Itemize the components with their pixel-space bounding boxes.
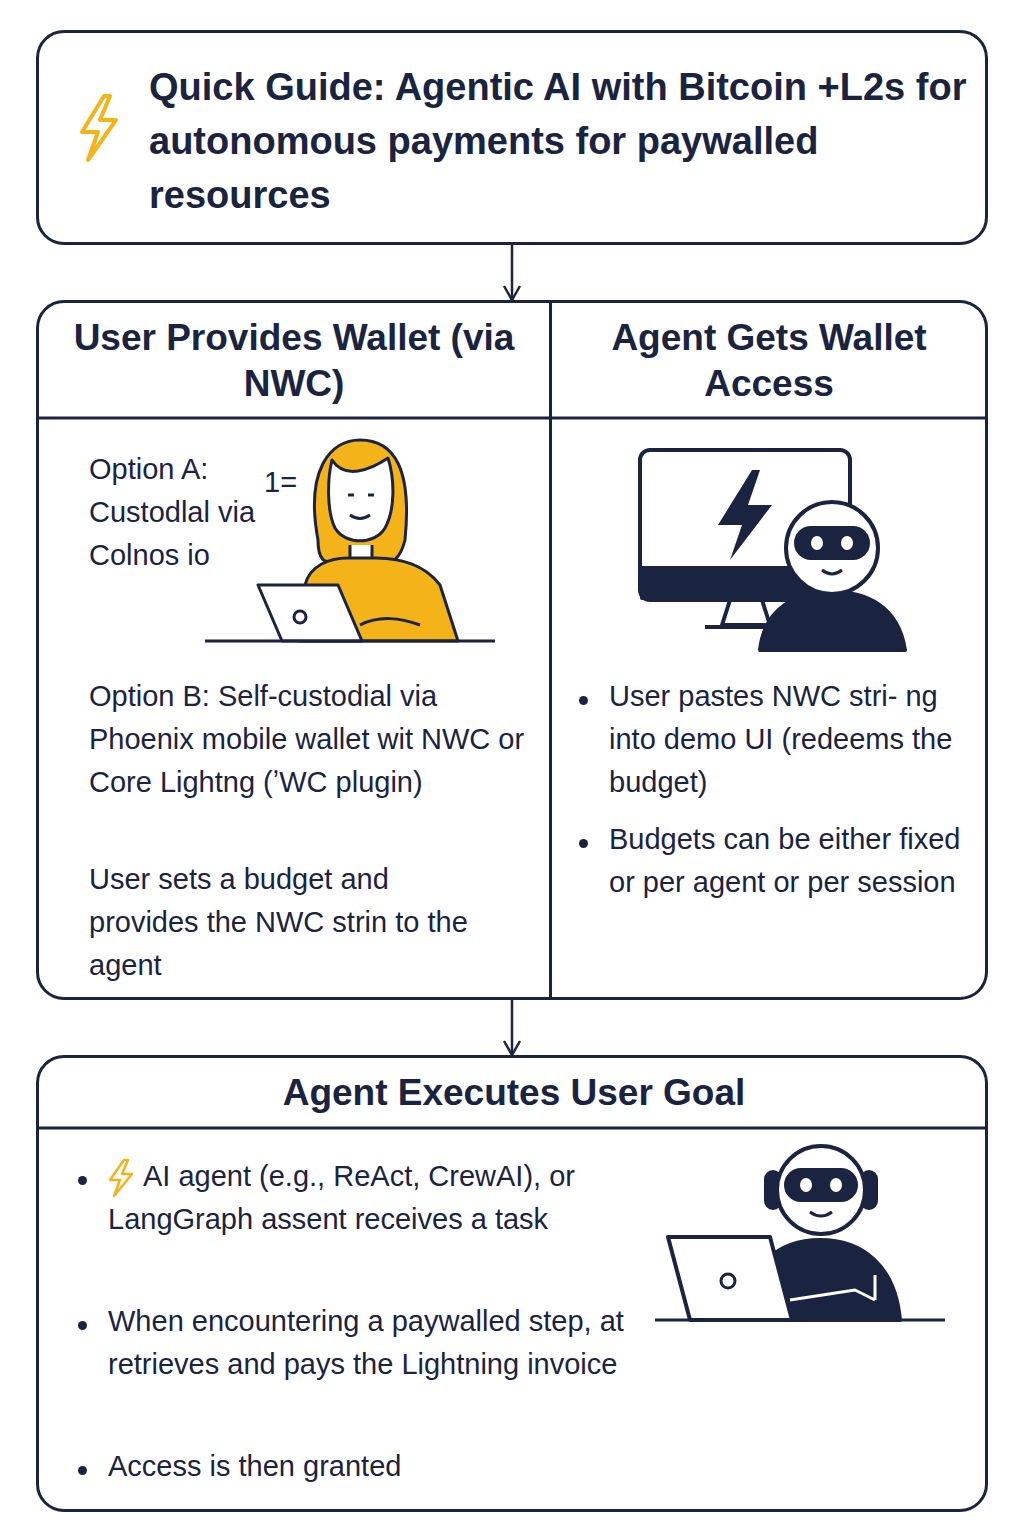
bullet-dot xyxy=(78,1176,87,1185)
lightning-icon xyxy=(110,1160,132,1196)
bullet-dot xyxy=(78,1321,87,1330)
flow-arrow xyxy=(511,1000,514,1055)
diagram-title: Quick Guide: Agentic AI with Bitcoin +L2… xyxy=(149,61,969,223)
header-divider xyxy=(37,1127,987,1130)
panel-box: Agent Executes User Goal AI agent (e.g., … xyxy=(36,1055,988,1512)
agent-illustration xyxy=(640,450,905,650)
panel-box: User Provides Wallet (via NWC) Option A: … xyxy=(36,300,552,1000)
bullet-text: When encountering a paywalled step, at r… xyxy=(108,1300,668,1386)
bullet-dot xyxy=(78,1466,87,1475)
panel-heading: Agent Gets Wallet Access xyxy=(559,315,979,408)
bullet-dot xyxy=(579,839,588,848)
body-text: Option B: Self-custodial via Phoenix mob… xyxy=(89,675,539,804)
panel-box: Agent Gets Wallet AccessUser pastes NWC … xyxy=(549,300,988,1000)
bullet-text: AI agent (e.g., ReAct, CrewAI), or LangG… xyxy=(108,1155,648,1241)
agent-laptop-illustration xyxy=(655,1146,945,1320)
header-divider xyxy=(37,417,987,420)
bullet-text: User pastes NWC stri- ng into demo UI (r… xyxy=(609,675,969,804)
bullet-text: Budgets can be either fixed or per agent… xyxy=(609,818,969,904)
panel-heading: User Provides Wallet (via NWC) xyxy=(59,315,529,408)
bullet-text: Access is then granted xyxy=(108,1445,668,1488)
body-text: User sets a budget and provides the NWC … xyxy=(89,858,469,987)
callout-label: 1= xyxy=(264,466,297,499)
panel-heading: Agent Executes User Goal xyxy=(59,1070,969,1116)
flow-arrow xyxy=(511,245,514,300)
title-box: Quick Guide: Agentic AI with Bitcoin +L2… xyxy=(36,30,988,245)
bullet-dot xyxy=(579,696,588,705)
user-illustration xyxy=(205,440,495,641)
body-text: Option A: Custodlal via Colnos io xyxy=(89,448,289,577)
lightning-icon xyxy=(82,96,116,160)
